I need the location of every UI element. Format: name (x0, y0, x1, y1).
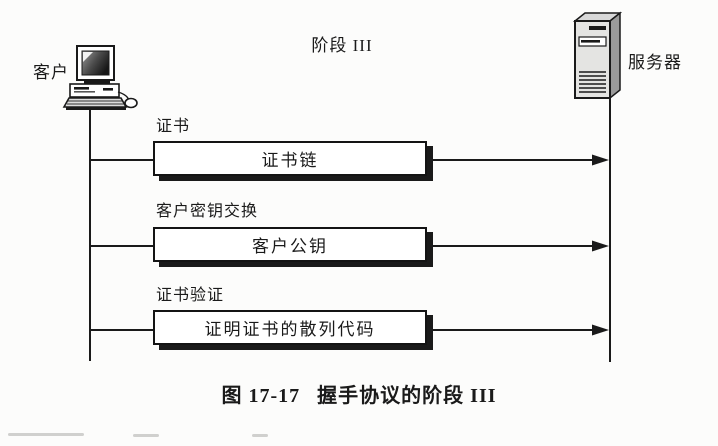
message-2-label: 客户密钥交换 (156, 203, 259, 220)
server-label: 服务器 (628, 53, 682, 72)
message-3-label: 证书验证 (156, 287, 225, 304)
client-computer-icon (62, 45, 138, 110)
message-2-arrow (90, 240, 609, 252)
message-1-label: 证书 (156, 118, 191, 135)
phase-title: 阶段 III (311, 36, 373, 55)
message-1-box: 证书链 (153, 141, 427, 176)
message-1-arrow (90, 154, 609, 166)
message-3-payload: 证明证书的散列代码 (204, 320, 376, 339)
scan-smudge (252, 434, 268, 437)
client-label: 客户 (33, 63, 69, 82)
figure-number: 图 17-17 (221, 385, 301, 407)
message-3-arrow (90, 324, 609, 336)
scan-smudge (133, 434, 159, 437)
figure-title: 握手协议的阶段 III (317, 385, 497, 407)
server-tower-icon (572, 11, 623, 100)
message-2-payload: 客户公钥 (252, 237, 328, 256)
message-3-box: 证明证书的散列代码 (153, 310, 427, 345)
figure-caption: 图 17-17 握手协议的阶段 III (0, 379, 718, 408)
message-1-payload: 证书链 (261, 151, 319, 170)
scan-smudge (8, 433, 84, 436)
message-2-box: 客户公钥 (153, 227, 427, 262)
